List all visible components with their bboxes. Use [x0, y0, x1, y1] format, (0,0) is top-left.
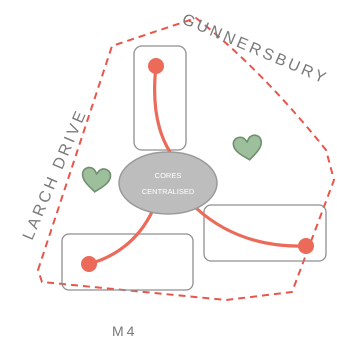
east-wing-box: [203, 204, 327, 262]
heart-icon: [81, 166, 112, 193]
north-wing-dot: [148, 58, 164, 74]
connector-east: [194, 206, 308, 248]
road-label-larch-drive: LARCH DRIVE: [20, 107, 91, 243]
core-label-line1: CORES: [155, 171, 182, 180]
east-wing-dot: [298, 238, 314, 254]
north-wing-box: [133, 45, 187, 151]
site-boundary: [36, 16, 336, 302]
west-wing-dot: [81, 256, 97, 272]
core-label-line2: CENTRALISED: [142, 187, 195, 196]
core-ellipse: [118, 151, 218, 215]
west-wing-box: [61, 233, 194, 291]
road-label-m4: M4: [112, 323, 137, 339]
connector-west: [87, 210, 154, 266]
road-label-gunnersbury: GUNNERSBURY: [179, 11, 330, 88]
heart-icon: [232, 134, 262, 161]
connector-north: [153, 64, 172, 154]
